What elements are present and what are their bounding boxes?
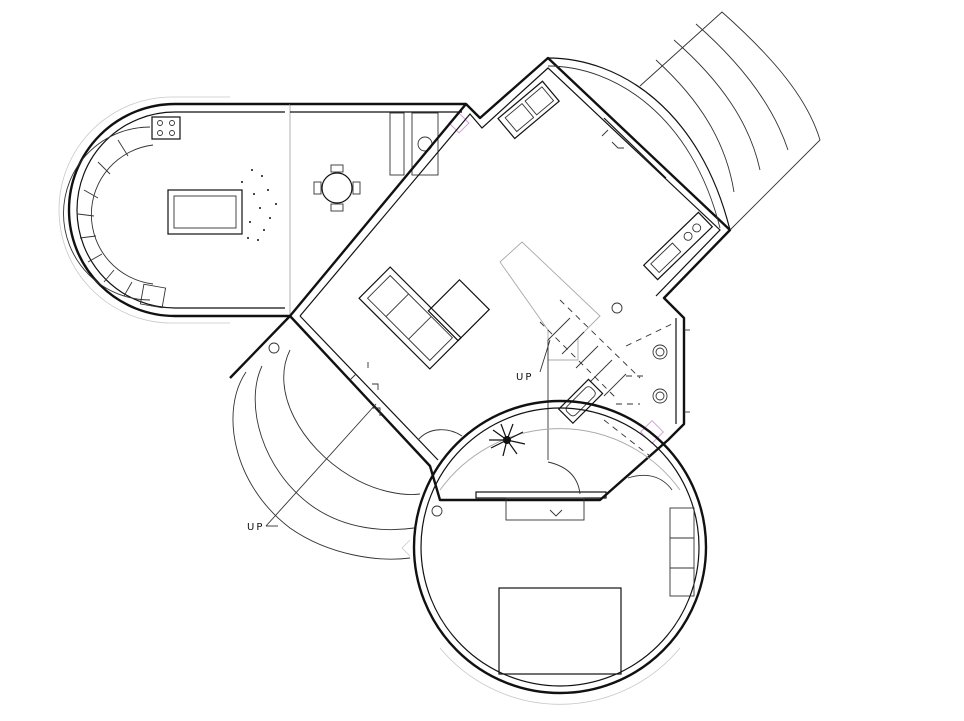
circle-arc-interior — [439, 428, 681, 491]
circle-outer-wall — [412, 399, 708, 695]
ne-corner-mark — [601, 129, 624, 149]
coffee-table — [167, 189, 243, 235]
toilet-fixture — [652, 344, 668, 360]
curved-terrace — [639, 11, 821, 231]
corner-mark — [349, 373, 357, 381]
dining-chair — [352, 181, 361, 195]
central-wall-inner-b — [299, 315, 439, 461]
bed — [498, 587, 622, 675]
toilet-fixture — [652, 388, 668, 404]
entry-stair-rail — [283, 349, 421, 495]
section-tick — [372, 407, 381, 416]
bathtub — [557, 378, 604, 425]
counter — [389, 112, 405, 176]
door-panel — [505, 497, 585, 521]
interior-stair — [539, 299, 641, 460]
entry-stair-inner — [254, 365, 415, 531]
ne-curved-wall-inner — [547, 65, 721, 229]
stair-up-label-entry: UP — [247, 522, 264, 533]
dining-area — [290, 102, 470, 212]
sink-counter — [411, 112, 439, 176]
north-east-wing — [497, 57, 731, 281]
central-living-room: UP — [265, 56, 732, 527]
bench-segments — [77, 139, 133, 297]
column-marker — [431, 505, 443, 517]
stair-up-label-main: UP — [516, 372, 533, 383]
dining-chair — [330, 164, 344, 173]
kitchen-island — [499, 241, 601, 361]
bath-vanity — [642, 211, 714, 281]
wardrobe — [669, 507, 695, 597]
ne-curved-wall — [547, 57, 731, 231]
curved-bench-inner — [90, 144, 154, 285]
sectional-sofa — [358, 266, 491, 370]
palm-plant — [489, 423, 526, 457]
dining-chair — [330, 203, 344, 212]
entry-stair: UP — [229, 315, 421, 560]
decor-dots — [241, 169, 277, 241]
circle-outer-ledge — [439, 647, 681, 705]
circle-inner-wall — [420, 407, 700, 687]
entry-stair-outer — [232, 371, 411, 560]
coffee-table-inner — [173, 195, 237, 229]
entry-wall — [229, 315, 291, 379]
terrace-outline — [639, 11, 821, 231]
ne-partition — [603, 117, 667, 179]
section-line — [265, 403, 377, 527]
dining-chair — [313, 181, 322, 195]
stair-curve — [547, 461, 581, 495]
range-appliance — [497, 80, 561, 140]
curved-bench — [63, 126, 151, 301]
west-wing — [58, 96, 291, 324]
bench-end-block — [139, 283, 167, 309]
west-wing-outer-ledge — [58, 96, 230, 324]
west-wing-inner-wall — [76, 111, 285, 309]
connection-details — [401, 429, 673, 557]
sliding-door — [475, 491, 607, 499]
dining-table — [321, 172, 353, 204]
accent-square — [448, 112, 470, 134]
west-wing-outer-wall — [67, 102, 290, 318]
corner-bracket — [372, 383, 379, 390]
corner-unit — [151, 116, 181, 140]
column-marker — [268, 342, 280, 354]
central-outer-wall — [288, 56, 732, 502]
column-marker — [611, 302, 623, 314]
south-circular-room — [412, 399, 708, 705]
central-inner-wall — [299, 67, 721, 317]
east-bath — [557, 318, 690, 457]
